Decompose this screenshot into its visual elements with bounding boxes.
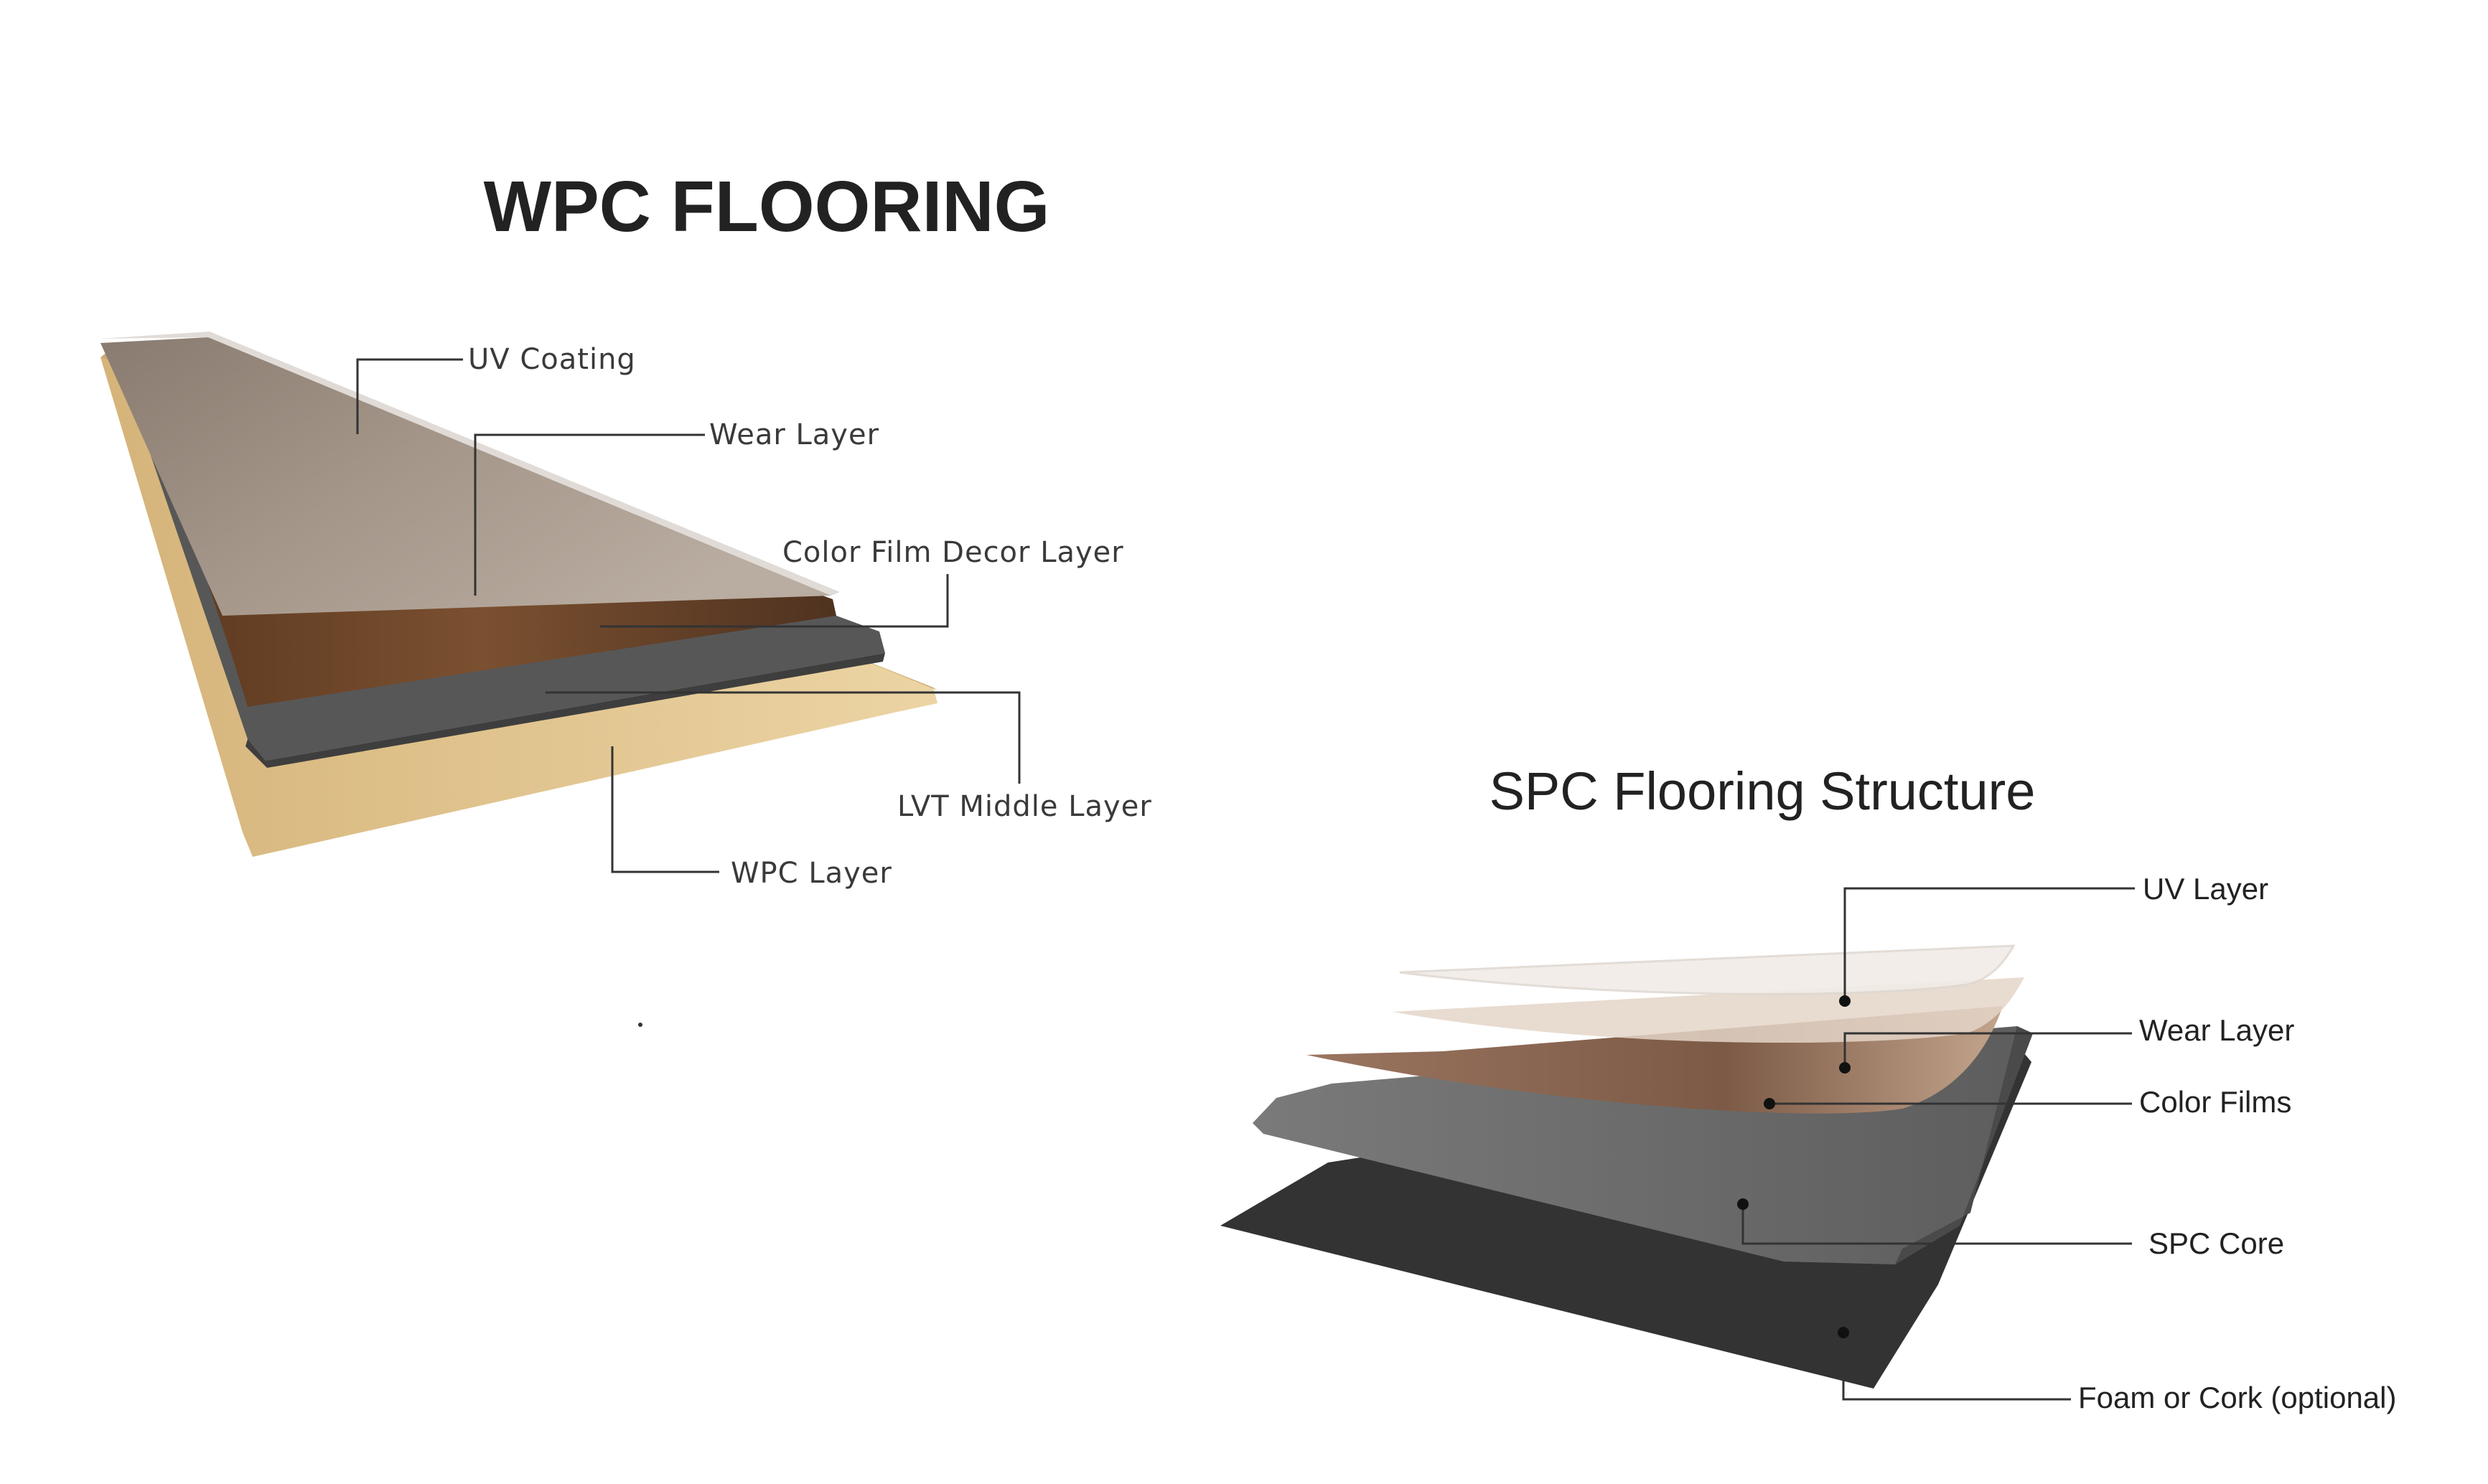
label-spc-wear-layer: Wear Layer: [2139, 1013, 2294, 1047]
label-color-film-decor: Color Film Decor Layer: [782, 536, 1124, 569]
label-color-films: Color Films: [2139, 1085, 2291, 1119]
dot-uv-layer: [1839, 995, 1851, 1007]
leader-wpc-layer: [611, 746, 719, 873]
spc-wear-layer: [1393, 977, 2024, 1043]
spc-core-edge: [1895, 1026, 2033, 1264]
wpc-leaders: [356, 358, 1021, 873]
label-lvt-middle: LVT Middle Layer: [897, 790, 1152, 823]
label-wear-layer: Wear Layer: [709, 418, 879, 451]
spc-title: SPC Flooring Structure: [1489, 761, 2036, 821]
label-uv-layer: UV Layer: [2143, 872, 2268, 906]
spc-plank-illustration: [1220, 944, 2033, 1389]
leader-lvt-middle: [546, 691, 1021, 784]
dot-spc-core: [1737, 1198, 1749, 1210]
leader-wear-layer: [474, 433, 705, 596]
leader-foam-cork: [1842, 1333, 2071, 1401]
leader-spc-core: [1741, 1204, 2132, 1245]
wpc-title: WPC FLOORING: [484, 166, 1050, 247]
stray-dot: [638, 1023, 642, 1027]
spc-section: SPC Flooring Structure: [1220, 761, 2396, 1414]
wear-uv-top-layer: [100, 337, 831, 616]
spc-leaders: [1737, 887, 2135, 1401]
dot-color-films: [1764, 1098, 1775, 1109]
leader-color-film: [600, 574, 949, 628]
dot-foam-cork: [1838, 1327, 1849, 1338]
leader-uv-layer: [1843, 887, 2135, 1001]
label-foam-cork: Foam or Cork (optional): [2078, 1381, 2396, 1414]
lvt-middle-edge: [245, 653, 885, 768]
dot-wear-layer: [1839, 1062, 1851, 1074]
wpc-plank-illustration: [100, 332, 937, 857]
leader-uv-coating: [356, 358, 463, 434]
label-spc-core: SPC Core: [2148, 1226, 2284, 1260]
leader-spc-wear-layer: [1843, 1032, 2132, 1068]
spc-uv-layer: [1399, 944, 2016, 995]
wpc-section: WPC FLOORING UV Coating Wear Layer Color…: [100, 166, 1152, 1027]
label-wpc-layer: WPC Layer: [731, 857, 892, 890]
label-uv-coating: UV Coating: [468, 343, 636, 376]
